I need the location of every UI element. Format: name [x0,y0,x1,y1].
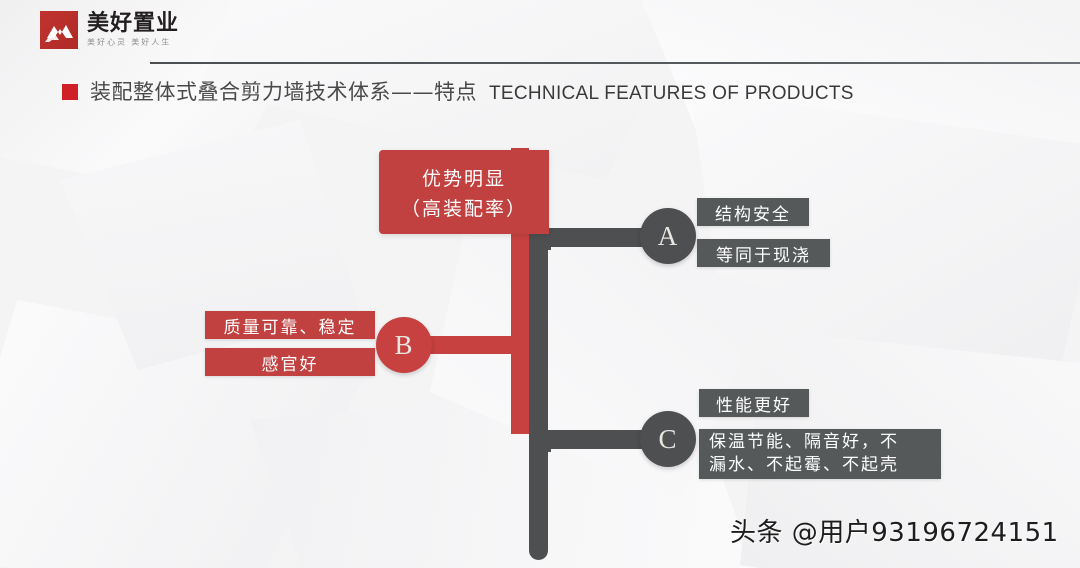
branch-c-label-2-line1: 保温节能、隔音好，不 [709,432,899,453]
watermark-text: 头条 @用户93196724151 [730,518,1059,548]
branch-marker-c-letter: C [658,423,678,454]
branch-marker-b-letter: B [394,329,414,360]
branch-marker-a[interactable]: A [640,208,696,264]
brand-name: 美好置业 [87,11,180,36]
root-node-banner[interactable]: 优势明显 （高装配率） [379,150,549,234]
page-title-cn: 装配整体式叠合剪力墙技术体系——特点 [90,80,477,104]
branch-a-label-2[interactable]: 等同于现浇 [697,239,830,267]
branch-c-label-1-text: 性能更好 [716,395,792,416]
connector-branch-b [416,336,529,354]
branch-a-label-1-text: 结构安全 [715,204,791,225]
branch-marker-c[interactable]: C [640,411,696,467]
red-square-bullet-icon [62,84,78,100]
root-node-line2: （高装配率） [400,197,527,220]
page-title: 装配整体式叠合剪力墙技术体系——特点 TECHNICAL FEATURES OF… [62,76,854,106]
branch-c-label-2[interactable]: 保温节能、隔音好，不 漏水、不起霉、不起壳 [699,429,941,479]
connector-branch-b-elbow [511,336,529,354]
branch-a-label-1[interactable]: 结构安全 [697,198,809,226]
branch-b-label-1[interactable]: 质量可靠、稳定 [205,311,375,339]
connector-branch-a [529,228,651,247]
connector-gray-trunk [529,234,548,560]
mountain-chevron-logo-icon [40,11,78,49]
branch-marker-a-letter: A [657,220,679,251]
branch-marker-b[interactable]: B [376,317,432,373]
branch-c-label-2-line2: 漏水、不起霉、不起壳 [709,455,899,475]
root-node-line1: 优势明显 [421,167,506,190]
brand-tagline: 美好心灵 美好人生 [87,38,172,47]
brand-logo: 美好置业 美好心灵 美好人生 [40,11,179,49]
page-title-en: TECHNICAL FEATURES OF PRODUCTS [489,83,854,104]
connector-branch-c [529,430,651,449]
connector-branch-c-elbow [529,430,551,452]
header-divider [150,62,1080,64]
branch-b-label-2-text: 感官好 [261,354,319,375]
branch-a-label-2-text: 等同于现浇 [716,245,811,266]
branch-b-label-1-text: 质量可靠、稳定 [223,317,357,338]
branch-b-label-2[interactable]: 感官好 [205,348,375,376]
branch-c-label-1[interactable]: 性能更好 [699,389,809,417]
